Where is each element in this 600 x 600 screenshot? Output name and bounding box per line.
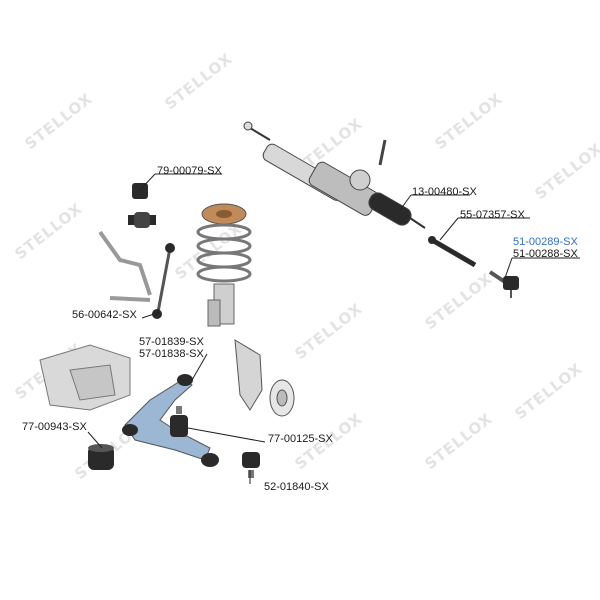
watermark-text: STELLOX xyxy=(531,139,600,203)
watermark-text: STELLOX xyxy=(291,299,366,363)
watermark-text: STELLOX xyxy=(421,409,496,473)
stabilizer-link-drawing xyxy=(152,243,175,319)
knuckle-hub-drawing xyxy=(234,339,295,417)
watermark-text: STELLOX xyxy=(21,89,96,153)
steering-rack-drawing xyxy=(243,121,426,229)
inner-tie-rod-drawing xyxy=(428,236,477,268)
tie-rod-end-drawing xyxy=(488,270,519,298)
leader-lines xyxy=(87,173,580,484)
part-label-stabilizer-link: 56-00642-SX xyxy=(72,309,137,321)
watermark-text: STELLOX xyxy=(511,359,586,423)
control-arm-drawing xyxy=(122,374,219,467)
part-label-steering-rack: 13-00480-SX xyxy=(412,186,477,198)
part-label-tie-rod-end-left: 51-00289-SX xyxy=(513,236,578,248)
watermark-text: STELLOX xyxy=(431,89,506,153)
watermark-layer: STELLOX STELLOX STELLOX STELLOX STELLOX … xyxy=(11,49,600,483)
watermark-text: STELLOX xyxy=(11,199,86,263)
arm-rear-bushing-drawing xyxy=(170,406,188,437)
part-label-sway-bar-bushing: 79-00079-SX xyxy=(157,165,222,177)
part-label-inner-tie-rod: 55-07357-SX xyxy=(460,209,525,221)
subframe-bushing-drawing xyxy=(88,444,114,470)
part-label-subframe-bushing: 77-00943-SX xyxy=(22,421,87,433)
part-label-tie-rod-end-right: 51-00288-SX xyxy=(513,248,578,260)
strut-spring-drawing xyxy=(196,203,252,327)
watermark-text: STELLOX xyxy=(161,49,236,113)
subframe-drawing xyxy=(39,344,131,411)
watermark-text: STELLOX xyxy=(421,269,496,333)
sway-bar-bushing-drawing xyxy=(128,183,156,228)
part-label-control-arm-left: 57-01838-SX xyxy=(139,348,204,360)
part-label-arm-rear-bushing: 77-00125-SX xyxy=(268,433,333,445)
part-label-control-arm-right: 57-01839-SX xyxy=(139,336,204,348)
stabilizer-bar-drawing xyxy=(98,230,152,302)
part-label-ball-joint: 52-01840-SX xyxy=(264,481,329,493)
ball-joint-drawing xyxy=(242,452,260,478)
